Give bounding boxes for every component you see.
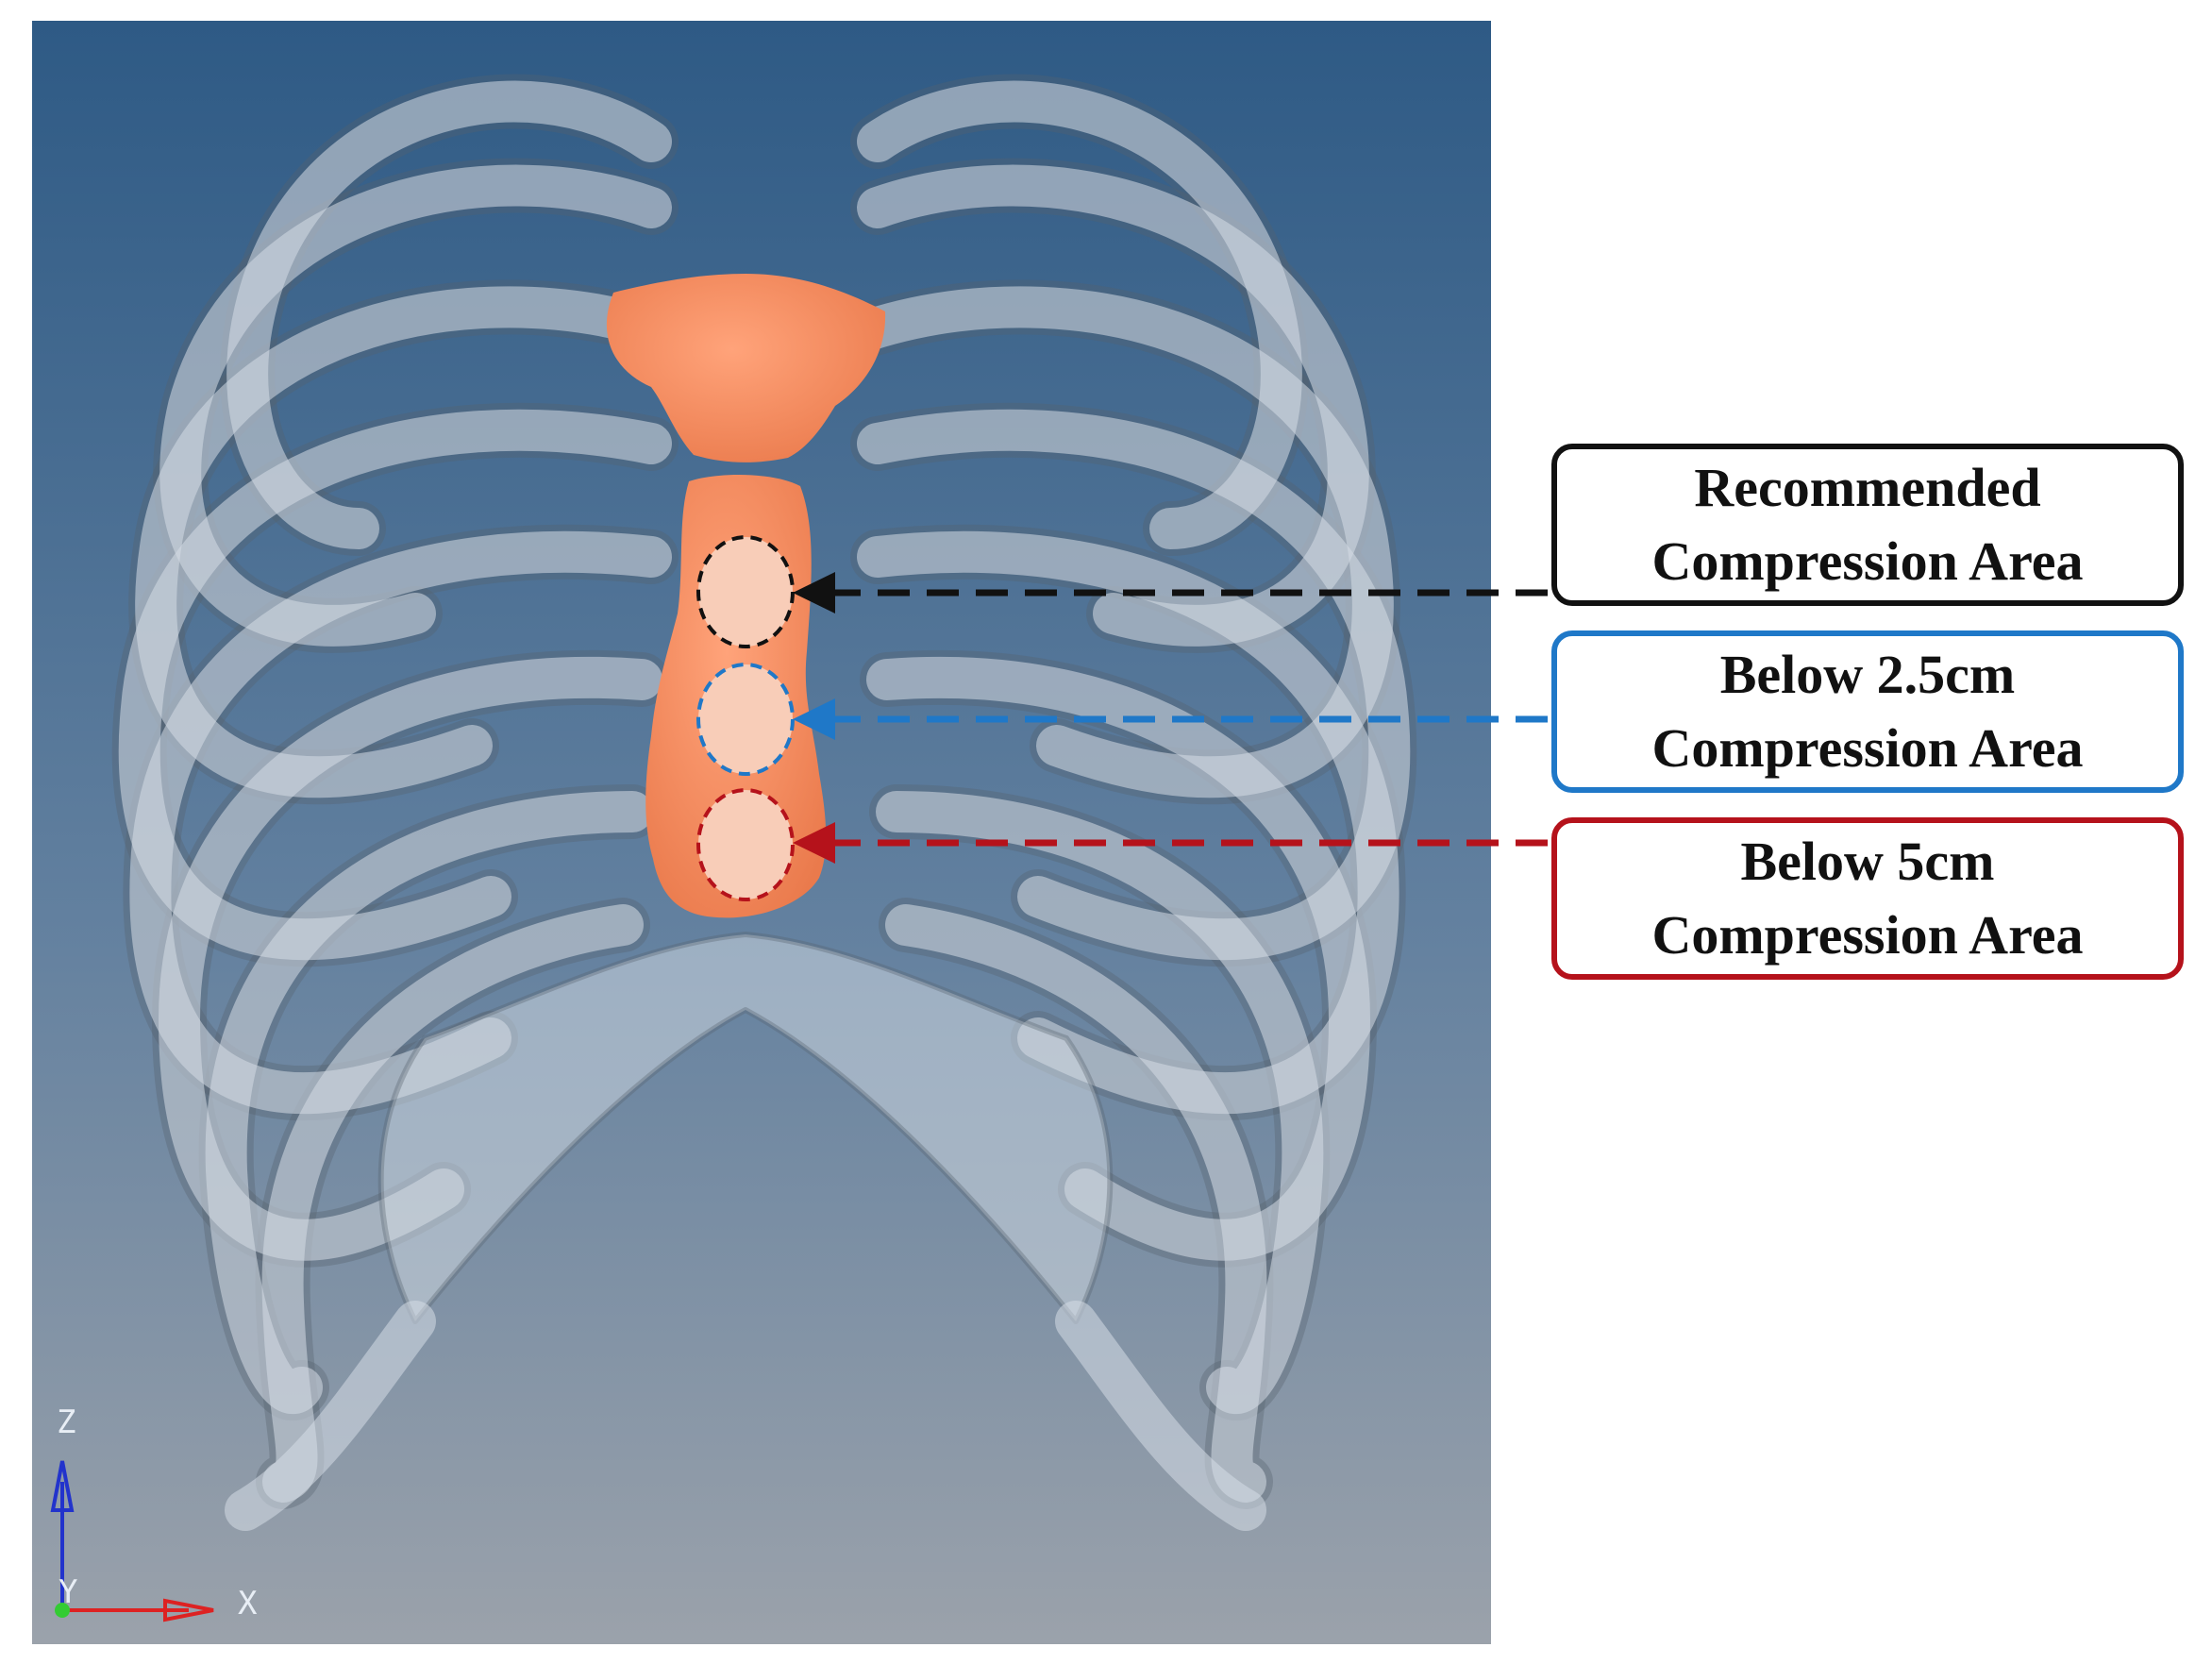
x-axis-arrow — [163, 1598, 214, 1622]
recommended-compression-circle — [696, 535, 795, 648]
y-axis-dot — [55, 1603, 70, 1618]
below-5cm-compression-circle — [696, 788, 795, 901]
below-5cm-label-line1: Below 5cm — [1740, 831, 1995, 892]
pointer-arrows — [793, 572, 1548, 864]
below-5cm-label-line2: Compression Area — [1651, 904, 2084, 966]
below-5cm-arrow-head — [793, 822, 835, 864]
below-2-5cm-arrow-head — [793, 698, 835, 740]
below-2-5cm-label-line2: Compression Area — [1651, 717, 2084, 779]
recommended-label-line2: Compression Area — [1651, 530, 2084, 592]
y-axis-label: Y — [59, 1573, 77, 1611]
axis-triad: Z Y X — [50, 1403, 258, 1622]
below-2-5cm-compression-label-box: Below 2.5cm Compression Area — [1551, 630, 2184, 793]
below-2-5cm-compression-circle — [696, 663, 795, 776]
manubrium — [606, 274, 886, 462]
below-2-5cm-label-line1: Below 2.5cm — [1719, 644, 2016, 705]
recommended-compression-label-box: Recommended Compression Area — [1551, 444, 2184, 606]
below-5cm-compression-label-box: Below 5cm Compression Area — [1551, 817, 2184, 980]
recommended-label-line1: Recommended — [1694, 457, 2041, 518]
compression-targets — [696, 535, 795, 901]
z-axis-label: Z — [57, 1403, 75, 1441]
x-axis-label: X — [238, 1585, 258, 1622]
rib-cage — [111, 74, 1417, 1531]
recommended-arrow-head — [793, 572, 835, 613]
z-axis-arrow — [50, 1460, 75, 1512]
